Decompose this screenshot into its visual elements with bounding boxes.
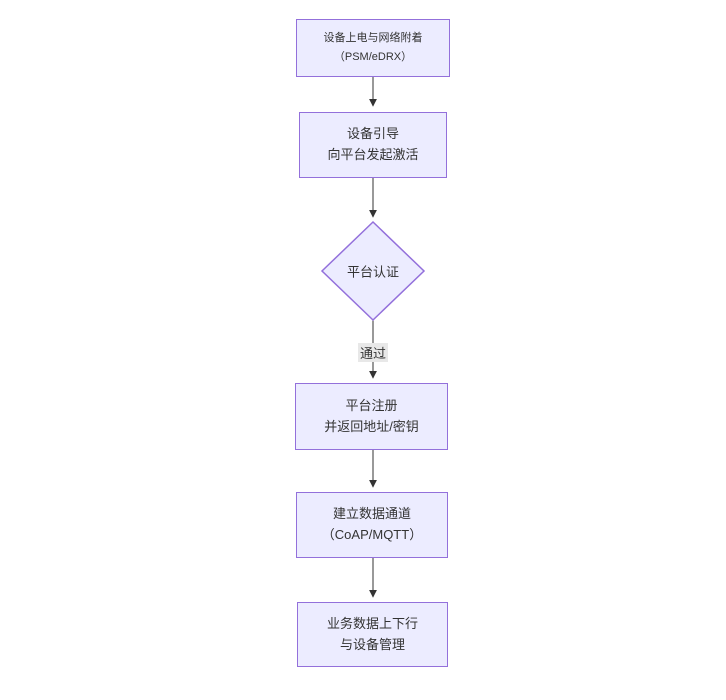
node-business-data-device-mgmt: 业务数据上下行 与设备管理 [297,602,448,667]
node-text-line: （CoAP/MQTT） [321,527,423,542]
node-establish-data-channel: 建立数据通道 （CoAP/MQTT） [296,492,448,558]
node-text-line: （PSM/eDRX） [333,51,413,63]
node-text-line: 业务数据上下行 [326,615,418,631]
decision-diamond-shape [320,220,426,322]
node-device-power-network-attach: 设备上电与网络附着 （PSM/eDRX） [296,19,450,77]
node-text-line: 平台注册 [345,397,398,413]
node-text-line: 与设备管理 [339,636,405,652]
node-text-line: 向平台发起激活 [327,147,419,162]
node-device-bootstrap-activate: 设备引导 向平台发起激活 [299,112,447,178]
node-text-line: 并返回地址/密钥 [324,418,419,434]
edge-label-pass: 通过 [357,343,389,362]
node-text-line: 建立数据通道 [332,506,411,522]
node-text-line: 设备引导 [346,126,399,142]
node-text-line: 设备上电与网络附着 [323,32,423,45]
decision-platform-auth-label: 平台认证 [346,264,400,280]
node-platform-register-return-keys: 平台注册 并返回地址/密钥 [295,383,448,450]
